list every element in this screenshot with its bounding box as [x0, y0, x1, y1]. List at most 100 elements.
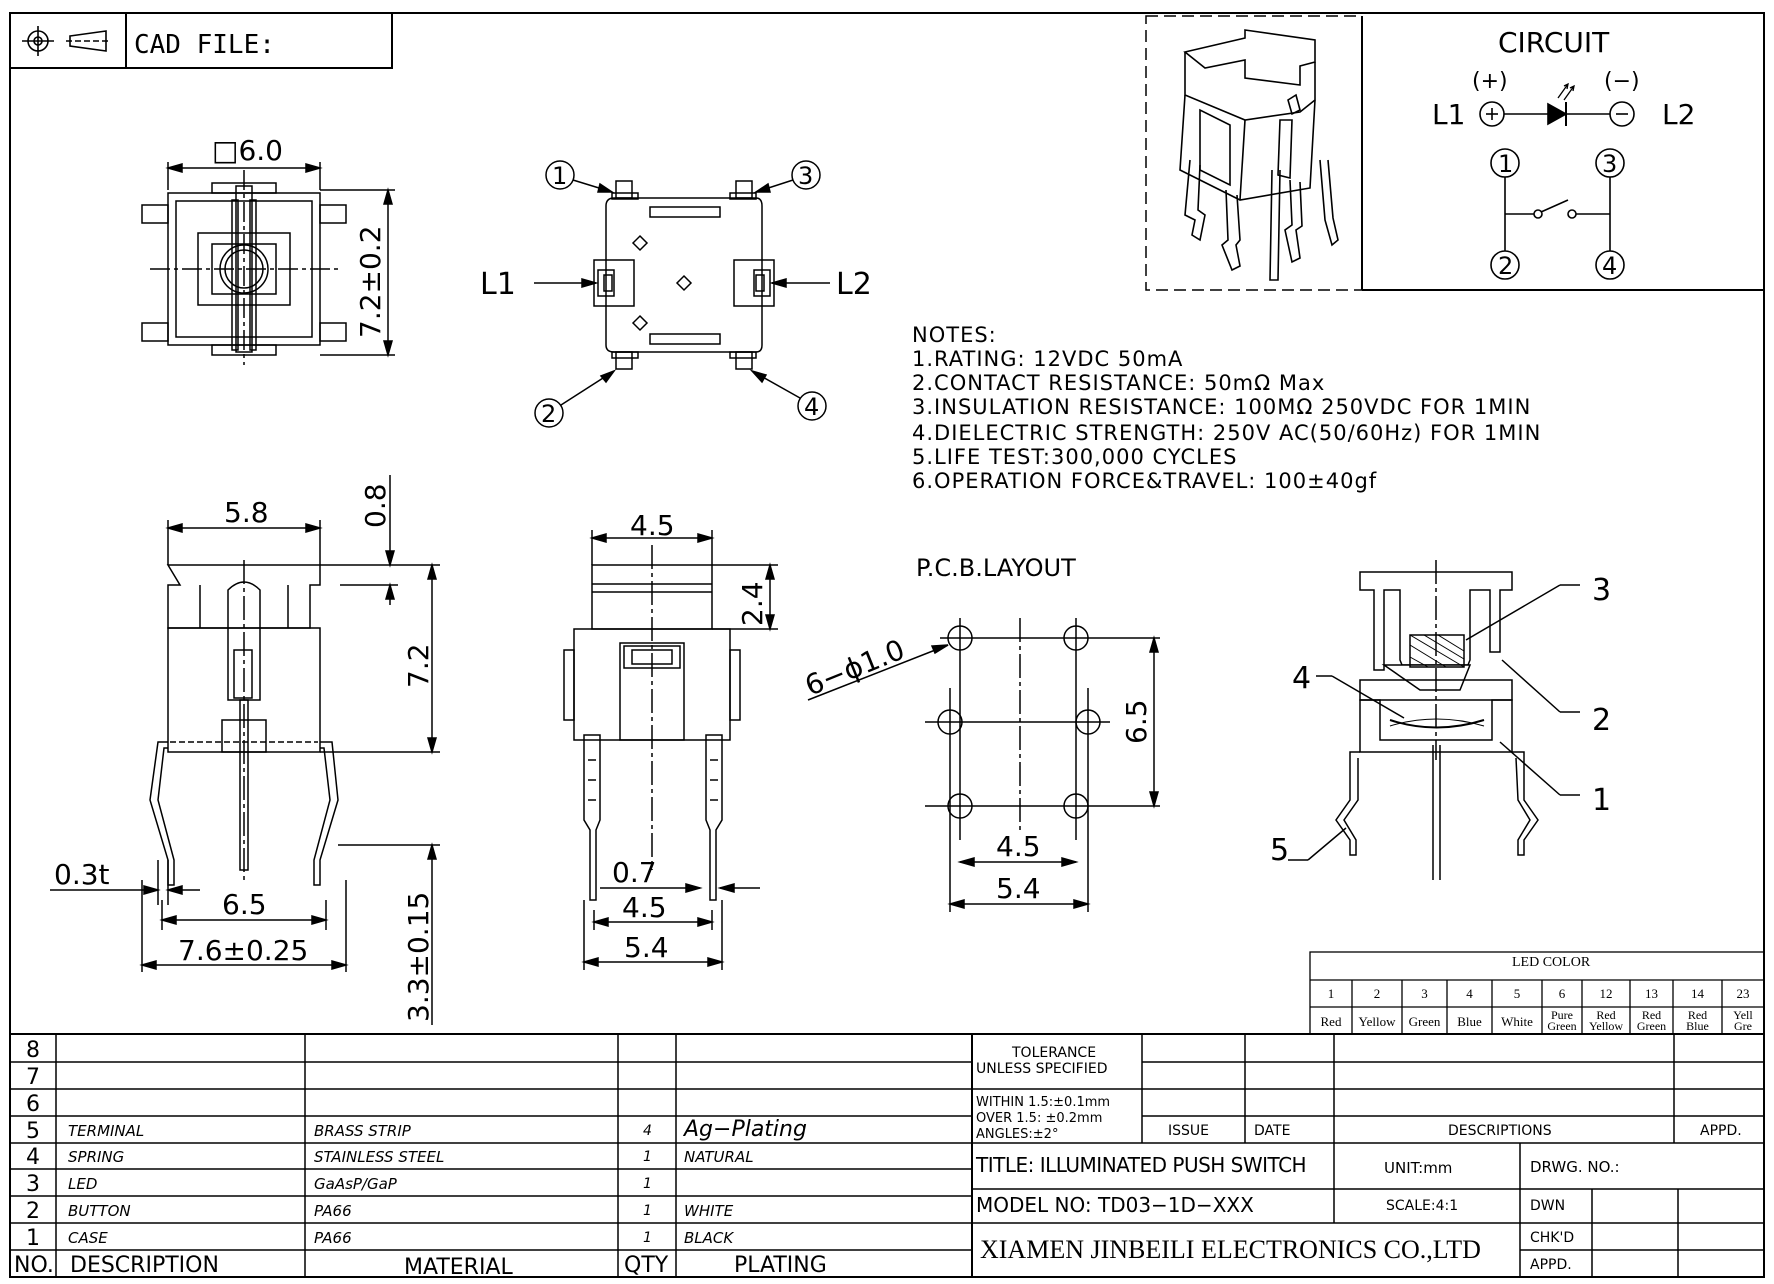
chkd-label: CHK'D	[1530, 1230, 1574, 1246]
pin-view-pin-2: 2	[541, 400, 556, 428]
pin-view-pin-3: 3	[798, 162, 813, 190]
tolerance-over: OVER 1.5: ±0.2mm	[976, 1111, 1102, 1126]
tolerance-angles: ANGLES:±2°	[976, 1127, 1058, 1142]
led-color-name: Yellow	[1359, 1014, 1397, 1029]
led-color-name: Red	[1596, 1008, 1615, 1022]
bom-row-no: 1	[26, 1226, 40, 1251]
bom-row-no: 6	[26, 1092, 40, 1117]
led-code: 4	[1466, 986, 1473, 1001]
note-1: 1.RATING: 12VDC 50mA	[912, 347, 1183, 371]
led-code: 14	[1691, 986, 1705, 1001]
front-view-cap-dim: 2.4	[736, 581, 769, 626]
bom-row-desc: TERMINAL	[68, 1122, 144, 1140]
side-view-overall-dim: 7.6±0.25	[178, 934, 308, 967]
pcb-outer-dim: 5.4	[996, 872, 1041, 905]
note-3: 3.INSULATION RESISTANCE: 100MΩ 250VDC FO…	[912, 395, 1531, 419]
bom-row-no: 8	[26, 1038, 40, 1063]
side-view-drawing	[50, 475, 440, 1025]
pin-view-pin-1: 1	[552, 162, 567, 190]
dwn-label: DWN	[1530, 1198, 1565, 1214]
led-code: 23	[1737, 986, 1750, 1001]
bom-header-plating: PLATING	[734, 1253, 827, 1278]
front-view-pin-dim: 0.7	[612, 856, 657, 889]
bom-header-desc: DESCRIPTION	[70, 1253, 219, 1278]
section-callout-2: 2	[1592, 703, 1611, 738]
led-color-name: Yellow	[1589, 1019, 1623, 1033]
front-view-inner-dim: 4.5	[622, 891, 667, 924]
pin-view-l2-label: L2	[836, 267, 872, 302]
bom-row-qty: 4	[643, 1123, 652, 1139]
circuit-title: CIRCUIT	[1498, 26, 1610, 59]
bom-row-no: 5	[26, 1119, 40, 1144]
led-color-name: Gre	[1734, 1019, 1752, 1033]
bom-row-plating: WHITE	[684, 1202, 734, 1220]
bom-row-no: 3	[26, 1172, 40, 1197]
note-5: 5.LIFE TEST:300,000 CYCLES	[912, 445, 1237, 469]
appd-header: APPD.	[1700, 1123, 1742, 1139]
top-view-width-dim: □6.0	[212, 134, 283, 167]
appd-label: APPD.	[1530, 1257, 1572, 1273]
title-block-grid	[972, 1034, 1764, 1277]
pin-view-drawing	[534, 160, 830, 428]
bom-row-no: 7	[26, 1065, 40, 1090]
front-view-top-dim: 4.5	[630, 509, 675, 542]
led-color-name: Blue	[1457, 1014, 1482, 1029]
tolerance-line-2: UNLESS SPECIFIED	[976, 1061, 1107, 1077]
led-color-name: Green	[1409, 1014, 1441, 1029]
led-code: 2	[1374, 986, 1381, 1001]
bom-row-no: 4	[26, 1145, 40, 1170]
bom-row-qty: 1	[643, 1230, 652, 1246]
circuit-diagram	[1479, 82, 1635, 280]
side-view-pitch-dim: 6.5	[222, 888, 267, 921]
pcb-layout-title: P.C.B.LAYOUT	[916, 554, 1076, 582]
drwg-no-label: DRWG. NO.:	[1530, 1158, 1620, 1176]
circuit-l1-label: L1	[1432, 98, 1465, 131]
circuit-pin-4: 4	[1602, 252, 1617, 280]
side-view-lead-dim: 3.3±0.15	[402, 892, 435, 1022]
led-color-name: Pure	[1551, 1008, 1573, 1022]
top-view-drawing	[141, 162, 395, 365]
notes-title: NOTES:	[912, 323, 997, 347]
note-2: 2.CONTACT RESISTANCE: 50mΩ Max	[912, 371, 1325, 395]
section-callout-4: 4	[1292, 661, 1311, 696]
note-4: 4.DIELECTRIC STRENGTH: 250V AC(50/60Hz) …	[912, 421, 1541, 445]
led-code: 5	[1514, 986, 1521, 1001]
bom-row-desc: BUTTON	[68, 1202, 131, 1220]
led-code: 6	[1559, 986, 1566, 1001]
pin-view-l1-label: L1	[480, 267, 516, 302]
bom-row-material: STAINLESS STEEL	[314, 1148, 444, 1166]
bom-row-material: PA66	[314, 1229, 352, 1247]
pin-view-pin-4: 4	[804, 393, 819, 421]
circuit-minus-label: (−)	[1604, 69, 1640, 94]
section-callout-3: 3	[1592, 573, 1611, 608]
bom-row-no: 2	[26, 1199, 40, 1224]
cad-file-label: CAD FILE:	[134, 30, 275, 60]
circuit-pin-1: 1	[1498, 150, 1513, 178]
descriptions-header: DESCRIPTIONS	[1448, 1123, 1552, 1139]
led-color-name: Red	[1321, 1014, 1342, 1029]
bom-header-qty: QTY	[624, 1253, 669, 1278]
pcb-holes-dim: 6−ϕ1.0	[800, 633, 909, 703]
led-code: 1	[1328, 986, 1335, 1001]
issue-header: ISSUE	[1168, 1123, 1209, 1139]
tolerance-within: WITHIN 1.5:±0.1mm	[976, 1095, 1110, 1110]
bom-row-desc: CASE	[68, 1229, 108, 1247]
led-color-name: Green	[1547, 1019, 1576, 1033]
pcb-vertical-dim: 6.5	[1120, 699, 1153, 744]
led-color-name: Red	[1688, 1008, 1707, 1022]
scale-label: SCALE:4:1	[1386, 1198, 1458, 1214]
front-view-drawing	[563, 530, 778, 970]
top-view-height-dim: 7.2±0.2	[354, 225, 387, 338]
iso-view-frame	[1145, 15, 1363, 291]
company-name: XIAMEN JINBEILI ELECTRONICS CO.,LTD	[980, 1235, 1481, 1264]
bom-row-qty: 1	[643, 1149, 652, 1165]
side-view-cap-dim: 0.8	[359, 483, 392, 528]
circuit-pin-2: 2	[1498, 252, 1513, 280]
bom-row-material: PA66	[314, 1202, 352, 1220]
led-code: 3	[1421, 986, 1428, 1001]
pcb-inner-dim: 4.5	[996, 830, 1041, 863]
circuit-l2-label: L2	[1662, 98, 1695, 131]
side-view-top-dim: 5.8	[224, 496, 269, 529]
bom-header-mat: MATERIAL	[404, 1255, 513, 1280]
